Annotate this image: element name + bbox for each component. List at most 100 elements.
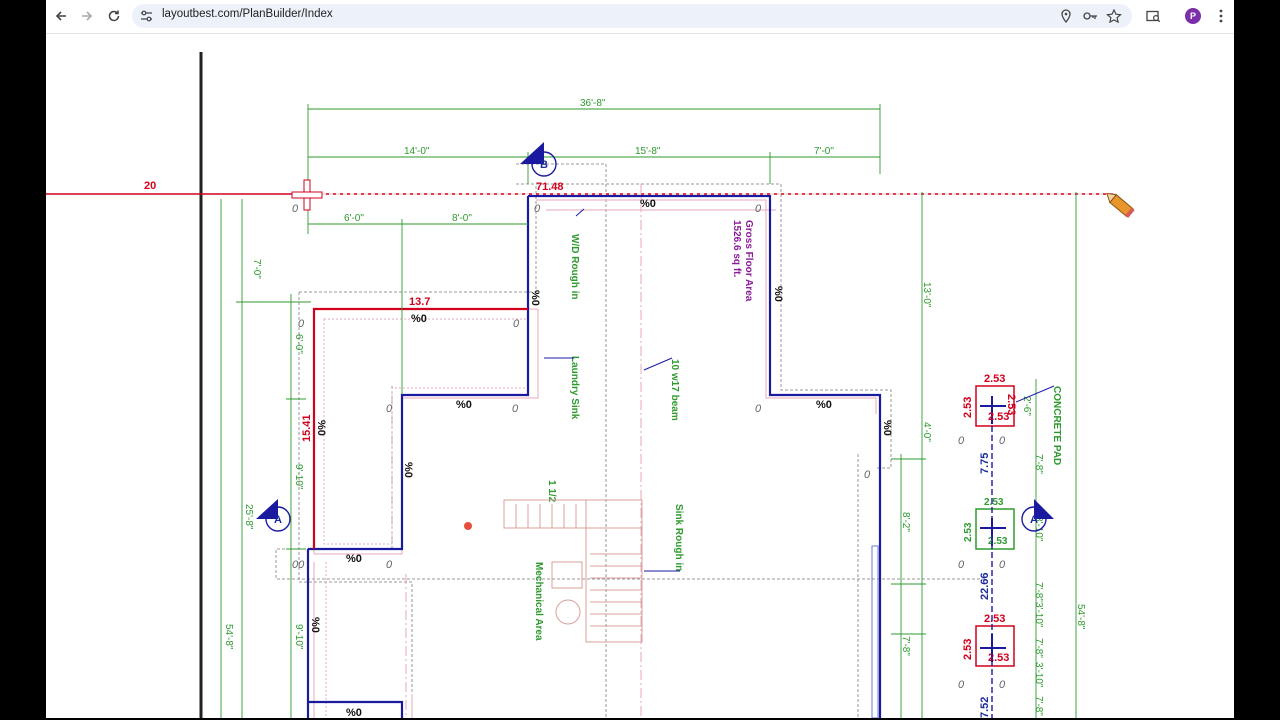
- label-concrete-pad: CONCRETE PAD: [1051, 386, 1062, 465]
- svg-text:2.53: 2.53: [984, 497, 1004, 508]
- svg-text:2.53: 2.53: [963, 522, 974, 542]
- pad-zero-4: 0: [999, 559, 1006, 571]
- arrow-right-icon: [82, 11, 93, 21]
- section-marker-a-left[interactable]: A: [256, 499, 291, 532]
- label-gross-area: Gross Floor Area: [743, 220, 754, 302]
- leader-arrows: [544, 208, 1055, 572]
- menu-button[interactable]: [1210, 6, 1232, 26]
- column-pad-bottom[interactable]: 2.53 2.53 2.53: [962, 613, 1015, 667]
- zero-8: 0: [755, 403, 762, 415]
- zero-10: 0: [386, 559, 393, 571]
- svg-text:2.53: 2.53: [962, 639, 974, 660]
- column-pad-mid[interactable]: 2.53 2.53 2.53: [963, 497, 1015, 550]
- pct-label-5: %0: [346, 553, 362, 565]
- pencil-cursor-icon: [1106, 192, 1135, 218]
- dim-right-1: 13'-0": [921, 282, 932, 308]
- label-wd-rough: W/D Rough in: [569, 234, 580, 300]
- address-bar[interactable]: layoutbest.com/PlanBuilder/Index: [132, 4, 1132, 28]
- extensions-button[interactable]: [1142, 6, 1164, 26]
- measure-top: 71.48: [536, 181, 564, 193]
- svg-text:2.53: 2.53: [962, 397, 974, 418]
- dim-right-2: 4'-0": [921, 422, 932, 442]
- zero-9: 0: [864, 469, 871, 481]
- dim-right-8: 7'-8": [1033, 582, 1044, 602]
- url-text: layoutbest.com/PlanBuilder/Index: [162, 8, 333, 20]
- label-laundry-sink: Laundry Sink: [569, 356, 580, 420]
- measure-left-top: 13.7: [409, 296, 430, 308]
- tab-search-icon: [1145, 10, 1160, 22]
- svg-text:A: A: [1030, 514, 1038, 526]
- dim-left-6: 54'-8": [223, 624, 234, 650]
- red-measured-wall: [312, 307, 528, 549]
- dim-mid-width: 15'-8": [635, 146, 661, 157]
- zero-3: 0: [755, 203, 762, 215]
- key-icon[interactable]: [1082, 9, 1098, 23]
- floor-plan-drawing[interactable]: 20 36'-8" 14'-0" 15'-8" 7'-0" 6'-0" 8'-0…: [46, 34, 1234, 718]
- dim-left-5: 9'-10": [293, 624, 304, 650]
- dim-left-width: 14'-0": [404, 146, 430, 157]
- browser-window: layoutbest.com/PlanBuilder/Index P: [46, 0, 1234, 718]
- label-beam: 10 w17 beam: [669, 359, 680, 421]
- stair-fixture: [503, 499, 643, 643]
- pad-zero-1: 0: [958, 435, 965, 447]
- span-752: 7.52: [979, 697, 991, 718]
- dim-right-width: 7'-0": [814, 146, 834, 157]
- label-sink-rough: Sink Rough in: [673, 504, 684, 571]
- site-settings-icon[interactable]: [140, 10, 153, 22]
- section-marker-b[interactable]: B: [520, 142, 557, 177]
- dim-right-6: 7'-8": [1033, 454, 1044, 474]
- pct-label-9: %0: [315, 420, 327, 436]
- label-mechanical: Mechanical Area: [533, 562, 544, 641]
- dim-right-11: 3'-10": [1033, 662, 1044, 688]
- plan-canvas[interactable]: 20 36'-8" 14'-0" 15'-8" 7'-0" 6'-0" 8'-0…: [46, 34, 1234, 718]
- zero-4: 0: [298, 318, 305, 330]
- pct-label-4: %0: [816, 399, 832, 411]
- pad-zero-2: 0: [999, 435, 1006, 447]
- pad-zero-5: 0: [958, 679, 965, 691]
- top-dimension-lines: [307, 104, 881, 394]
- zero-1: 0: [292, 203, 299, 215]
- pad-zero-6: 0: [999, 679, 1006, 691]
- reload-button[interactable]: [103, 6, 125, 26]
- pct-label-3: %0: [456, 399, 472, 411]
- column-pad-top[interactable]: 2.53 2.53 2.53 2.53: [962, 373, 1017, 427]
- pct-label-10: %0: [402, 462, 414, 478]
- section-marker-a-right[interactable]: A: [1021, 499, 1054, 532]
- label-gross-value: 1526.6 sq ft.: [731, 220, 742, 277]
- ruler-length-label: 20: [144, 180, 156, 192]
- measure-left-side: 15.41: [301, 414, 313, 442]
- dim-right-12: 7'-8": [1033, 696, 1044, 716]
- forward-button[interactable]: [76, 6, 98, 26]
- pct-label-6: %0: [346, 707, 362, 718]
- svg-text:2.53: 2.53: [988, 652, 1009, 664]
- dim-right-13: 2'-6": [1021, 396, 1032, 416]
- label-stair: 1 1/2: [546, 480, 557, 503]
- svg-text:2.53: 2.53: [988, 411, 1009, 423]
- dim-right-3: 8'-2": [900, 512, 911, 532]
- dim-right-4: 7'-8": [900, 636, 911, 656]
- right-wall-panel: [871, 545, 879, 718]
- pct-label-7: %0: [529, 290, 541, 306]
- arrow-left-icon: [55, 11, 66, 21]
- wall-hatch: [313, 199, 877, 718]
- dim-left-4: 25'-8": [243, 504, 254, 530]
- zero-5: 0: [513, 318, 520, 330]
- dim-right-7: 3'-10": [1033, 516, 1044, 542]
- dim-sub2: 8'-0": [452, 213, 472, 224]
- foundation-outline: [275, 163, 986, 718]
- dim-left-1: 7'-0": [251, 259, 262, 279]
- pct-label-2: %0: [411, 313, 427, 325]
- more-vert-icon: [1219, 9, 1223, 23]
- browser-toolbar: layoutbest.com/PlanBuilder/Index P: [46, 0, 1234, 34]
- svg-text:2.53: 2.53: [1005, 394, 1017, 415]
- svg-text:B: B: [540, 159, 548, 171]
- pct-label-12: %0: [309, 617, 321, 633]
- star-icon[interactable]: [1106, 9, 1122, 23]
- profile-avatar[interactable]: P: [1185, 8, 1201, 24]
- svg-text:2.53: 2.53: [984, 613, 1005, 625]
- back-button[interactable]: [50, 6, 72, 26]
- pct-label-8: %0: [772, 286, 784, 302]
- marker-dot: [464, 522, 472, 530]
- blue-walls: [306, 194, 882, 718]
- location-icon[interactable]: [1058, 9, 1074, 23]
